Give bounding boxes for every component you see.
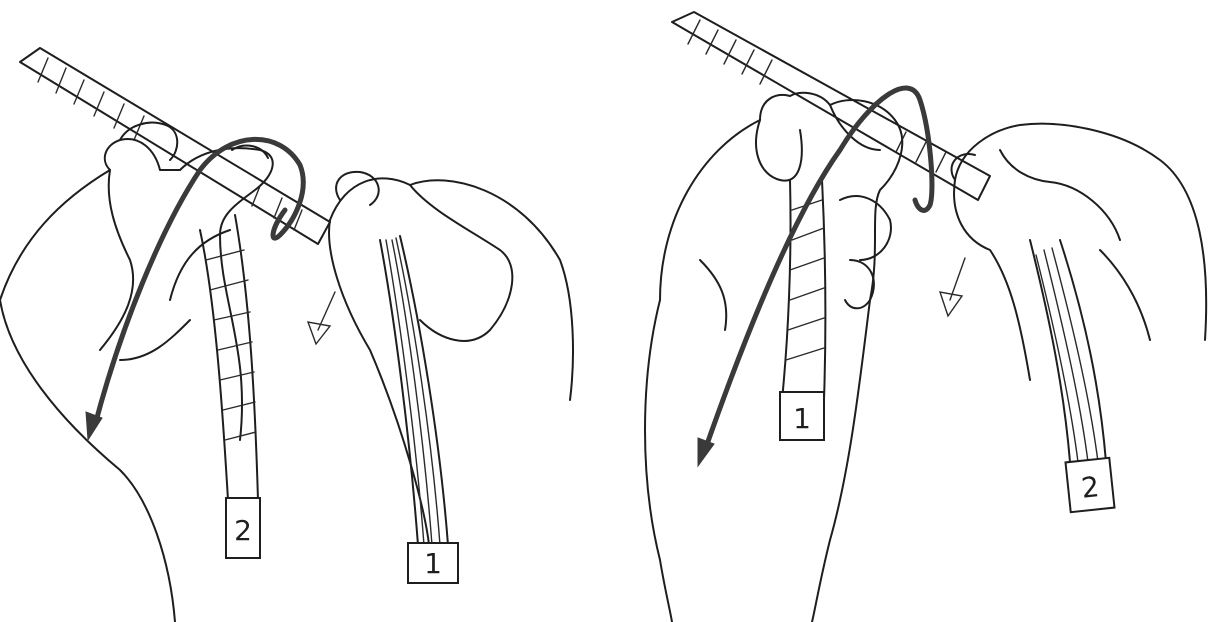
tag-1-right: 1 xyxy=(780,392,824,440)
motion-arrow-left xyxy=(86,139,303,440)
left-hand-right-panel xyxy=(645,93,902,622)
tag-label: 1 xyxy=(793,402,811,435)
strand-1-left xyxy=(380,236,448,545)
right-hand-left-panel xyxy=(329,172,573,560)
tag-label: 2 xyxy=(234,514,252,547)
strand-2-left xyxy=(200,215,258,500)
tag-1-left: 1 xyxy=(408,543,458,583)
tag-2-left: 2 xyxy=(226,498,260,558)
right-hand-right-panel xyxy=(952,124,1207,380)
panel-right: 1 2 xyxy=(645,12,1206,622)
tag-label: 1 xyxy=(424,547,442,580)
strand-2-right xyxy=(1030,240,1106,462)
small-arrow-left xyxy=(308,292,335,344)
panel-left: 2 1 xyxy=(0,48,573,622)
tag-2-right: 2 xyxy=(1066,458,1115,512)
small-arrow-right xyxy=(940,258,965,316)
tag-label: 2 xyxy=(1080,470,1101,505)
